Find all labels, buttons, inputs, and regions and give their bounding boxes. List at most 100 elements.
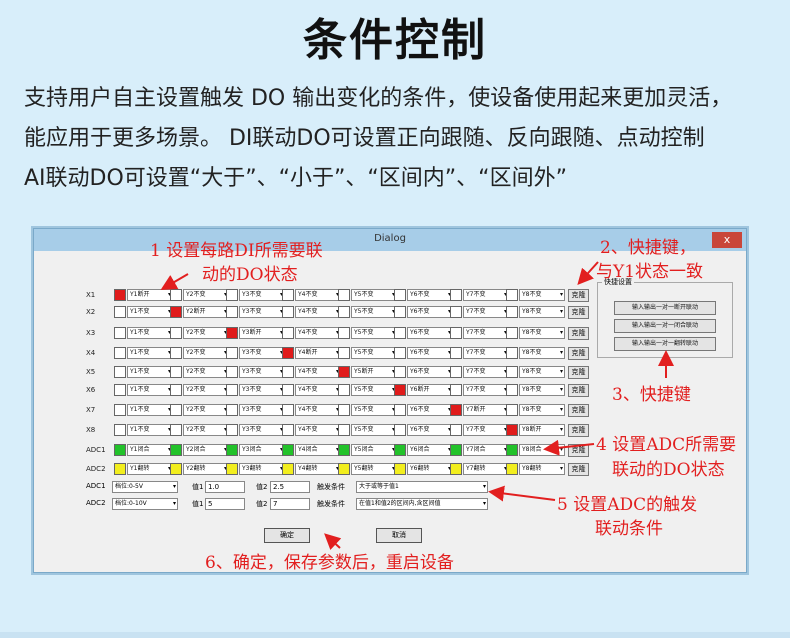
do-checkbox[interactable] bbox=[226, 347, 238, 359]
do-checkbox[interactable] bbox=[114, 347, 126, 359]
do-checkbox[interactable] bbox=[506, 306, 518, 318]
do-state-select[interactable]: Y1不变▾ bbox=[127, 327, 173, 339]
do-state-select[interactable]: Y8不变▾ bbox=[519, 347, 565, 359]
adc2-trigger-select[interactable]: 在值1和值2的区间内,含区间值▾ bbox=[356, 498, 488, 510]
do-state-select[interactable]: Y8不变▾ bbox=[519, 327, 565, 339]
do-checkbox[interactable] bbox=[226, 327, 238, 339]
do-checkbox[interactable] bbox=[450, 444, 462, 456]
do-checkbox[interactable] bbox=[170, 384, 182, 396]
do-checkbox[interactable] bbox=[114, 327, 126, 339]
do-checkbox[interactable] bbox=[394, 463, 406, 475]
cancel-button[interactable]: 取消 bbox=[376, 528, 422, 543]
do-state-select[interactable]: Y5不变▾ bbox=[351, 289, 397, 301]
do-state-select[interactable]: Y8翻转▾ bbox=[519, 463, 565, 475]
clone-button[interactable]: 克隆 bbox=[568, 289, 589, 302]
adc1-v2-input[interactable]: 2.5 bbox=[270, 481, 310, 493]
adc2-range-select[interactable]: 档位:0-10V▾ bbox=[112, 498, 178, 510]
do-state-select[interactable]: Y2断开▾ bbox=[183, 306, 229, 318]
do-checkbox[interactable] bbox=[282, 289, 294, 301]
do-checkbox[interactable] bbox=[338, 463, 350, 475]
clone-button[interactable]: 克隆 bbox=[568, 424, 589, 437]
clone-button[interactable]: 克隆 bbox=[568, 347, 589, 360]
do-state-select[interactable]: Y8不变▾ bbox=[519, 289, 565, 301]
do-checkbox[interactable] bbox=[506, 444, 518, 456]
do-state-select[interactable]: Y5闭合▾ bbox=[351, 444, 397, 456]
do-checkbox[interactable] bbox=[282, 366, 294, 378]
do-checkbox[interactable] bbox=[506, 404, 518, 416]
do-state-select[interactable]: Y1翻转▾ bbox=[127, 463, 173, 475]
do-checkbox[interactable] bbox=[226, 289, 238, 301]
do-state-select[interactable]: Y8不变▾ bbox=[519, 366, 565, 378]
do-checkbox[interactable] bbox=[170, 366, 182, 378]
quick-button-disconnect[interactable]: 输入输出一对一断开联动 bbox=[614, 301, 716, 315]
do-checkbox[interactable] bbox=[450, 289, 462, 301]
do-state-select[interactable]: Y8不变▾ bbox=[519, 384, 565, 396]
do-state-select[interactable]: Y3不变▾ bbox=[239, 384, 285, 396]
do-checkbox[interactable] bbox=[506, 366, 518, 378]
do-state-select[interactable]: Y2闭合▾ bbox=[183, 444, 229, 456]
do-checkbox[interactable] bbox=[450, 327, 462, 339]
do-checkbox[interactable] bbox=[506, 289, 518, 301]
do-state-select[interactable]: Y6翻转▾ bbox=[407, 463, 453, 475]
close-icon[interactable]: x bbox=[712, 232, 742, 248]
do-checkbox[interactable] bbox=[114, 444, 126, 456]
do-state-select[interactable]: Y8断开▾ bbox=[519, 424, 565, 436]
do-state-select[interactable]: Y6不变▾ bbox=[407, 347, 453, 359]
do-checkbox[interactable] bbox=[226, 306, 238, 318]
do-checkbox[interactable] bbox=[226, 424, 238, 436]
do-state-select[interactable]: Y1不变▾ bbox=[127, 384, 173, 396]
do-checkbox[interactable] bbox=[394, 384, 406, 396]
do-state-select[interactable]: Y7翻转▾ bbox=[463, 463, 509, 475]
do-state-select[interactable]: Y4不变▾ bbox=[295, 384, 341, 396]
do-state-select[interactable]: Y7不变▾ bbox=[463, 347, 509, 359]
do-checkbox[interactable] bbox=[394, 404, 406, 416]
do-state-select[interactable]: Y7不变▾ bbox=[463, 366, 509, 378]
do-checkbox[interactable] bbox=[170, 347, 182, 359]
do-checkbox[interactable] bbox=[114, 384, 126, 396]
do-checkbox[interactable] bbox=[338, 327, 350, 339]
do-checkbox[interactable] bbox=[282, 444, 294, 456]
do-state-select[interactable]: Y3翻转▾ bbox=[239, 463, 285, 475]
do-checkbox[interactable] bbox=[282, 327, 294, 339]
do-checkbox[interactable] bbox=[282, 404, 294, 416]
do-state-select[interactable]: Y7不变▾ bbox=[463, 306, 509, 318]
do-state-select[interactable]: Y2不变▾ bbox=[183, 384, 229, 396]
do-checkbox[interactable] bbox=[450, 384, 462, 396]
do-checkbox[interactable] bbox=[394, 306, 406, 318]
do-checkbox[interactable] bbox=[282, 424, 294, 436]
do-checkbox[interactable] bbox=[226, 444, 238, 456]
do-checkbox[interactable] bbox=[338, 347, 350, 359]
do-checkbox[interactable] bbox=[282, 347, 294, 359]
do-state-select[interactable]: Y6不变▾ bbox=[407, 424, 453, 436]
do-checkbox[interactable] bbox=[170, 306, 182, 318]
do-state-select[interactable]: Y2翻转▾ bbox=[183, 463, 229, 475]
do-checkbox[interactable] bbox=[114, 366, 126, 378]
do-state-select[interactable]: Y7不变▾ bbox=[463, 289, 509, 301]
do-state-select[interactable]: Y8不变▾ bbox=[519, 404, 565, 416]
do-checkbox[interactable] bbox=[338, 306, 350, 318]
do-checkbox[interactable] bbox=[282, 463, 294, 475]
do-checkbox[interactable] bbox=[114, 424, 126, 436]
do-checkbox[interactable] bbox=[450, 404, 462, 416]
do-state-select[interactable]: Y6断开▾ bbox=[407, 384, 453, 396]
do-state-select[interactable]: Y6不变▾ bbox=[407, 306, 453, 318]
do-checkbox[interactable] bbox=[170, 444, 182, 456]
do-state-select[interactable]: Y3不变▾ bbox=[239, 424, 285, 436]
do-state-select[interactable]: Y1断开▾ bbox=[127, 289, 173, 301]
do-state-select[interactable]: Y6不变▾ bbox=[407, 366, 453, 378]
do-checkbox[interactable] bbox=[338, 404, 350, 416]
do-checkbox[interactable] bbox=[170, 463, 182, 475]
do-checkbox[interactable] bbox=[282, 306, 294, 318]
do-state-select[interactable]: Y3不变▾ bbox=[239, 404, 285, 416]
do-state-select[interactable]: Y7断开▾ bbox=[463, 404, 509, 416]
do-state-select[interactable]: Y4不变▾ bbox=[295, 366, 341, 378]
do-checkbox[interactable] bbox=[394, 347, 406, 359]
do-state-select[interactable]: Y1不变▾ bbox=[127, 404, 173, 416]
clone-button[interactable]: 克隆 bbox=[568, 384, 589, 397]
do-checkbox[interactable] bbox=[114, 404, 126, 416]
do-checkbox[interactable] bbox=[450, 463, 462, 475]
do-checkbox[interactable] bbox=[394, 289, 406, 301]
do-checkbox[interactable] bbox=[114, 289, 126, 301]
do-checkbox[interactable] bbox=[506, 384, 518, 396]
do-checkbox[interactable] bbox=[282, 384, 294, 396]
